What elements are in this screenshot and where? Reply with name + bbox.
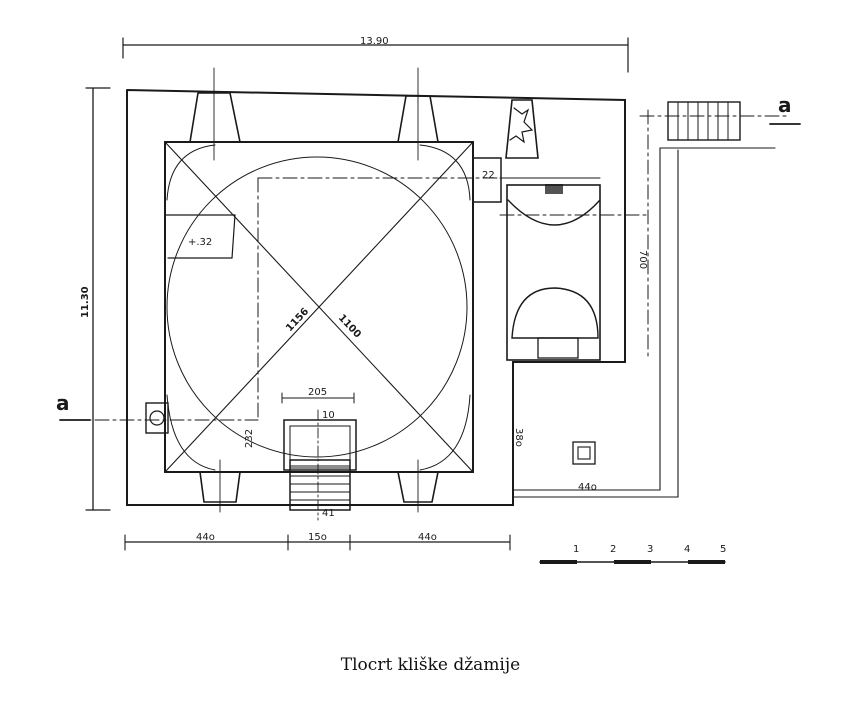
mosque-floor-plan: 13.90 11.30 1156 1100 +.32 [56,36,801,564]
step-top-label: 10 [322,410,335,421]
diagonal-label-2: 1100 [336,313,363,341]
bottom-dimension: 44o 15o 44o [124,532,511,551]
scale-tick-1: 1 [573,544,579,555]
side-mark-label: 232 [244,429,255,448]
annex: 22 700 [472,99,649,361]
level-mark-label: +.32 [188,237,212,248]
left-dimension: 11.30 [80,87,111,511]
section-marker-right: a [778,93,792,117]
bottom-mid-label: 15o [308,532,327,543]
left-section-marker: a [56,391,169,434]
small-top-label: 22 [482,170,495,181]
courtyard: 44o 38o a [512,93,801,498]
step-bottom-label: 41 [322,508,335,519]
outer-walls [126,89,626,506]
scale-tick-3: 3 [647,544,653,555]
buttresses [189,67,439,513]
bottom-right-label: 44o [418,532,437,543]
total-width-label: 13.90 [360,36,389,47]
prayer-hall: 1156 1100 +.32 [69,141,501,473]
annex-height-label: 700 [637,250,648,269]
total-height-label: 11.30 [80,286,91,318]
scale-bar: 1 2 3 4 5 [539,544,726,564]
scale-tick-4: 4 [684,544,690,555]
top-dimension: 13.90 [122,36,629,73]
section-marker-left: a [56,391,70,415]
bottom-left-label: 44o [196,532,215,543]
scale-tick-2: 2 [610,544,616,555]
scale-tick-5: 5 [720,544,726,555]
entrance: 205 10 41 232 [244,387,357,521]
court-height-label: 38o [513,428,524,447]
court-width-label: 44o [578,482,597,493]
figure-caption: Tlocrt kliške džamije [340,655,521,675]
entrance-width-label: 205 [308,387,327,398]
